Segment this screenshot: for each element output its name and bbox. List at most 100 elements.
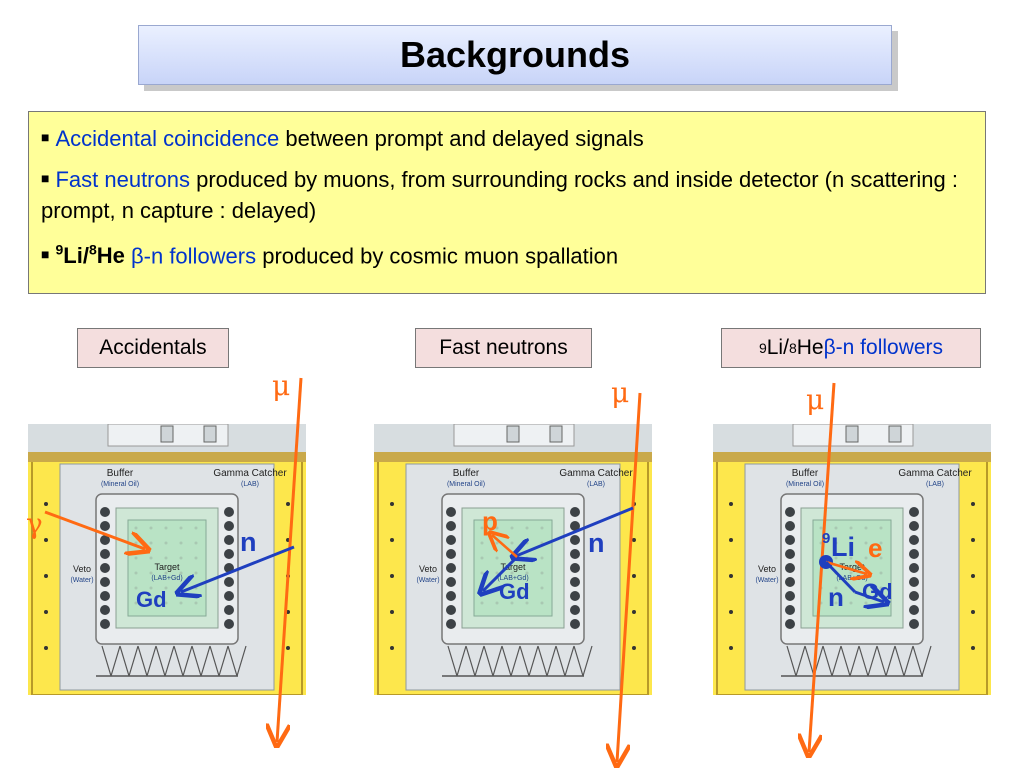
support-leg: [492, 645, 503, 677]
grid-dot: [864, 601, 868, 605]
grid-dot: [194, 571, 198, 575]
veto-label: Veto: [73, 564, 91, 574]
support-leg: [912, 645, 923, 677]
pmt: [100, 549, 110, 559]
he-mass-number: 8: [88, 242, 97, 258]
cover-plate: [374, 452, 652, 462]
support-leg: [227, 645, 238, 677]
support-leg: [903, 645, 914, 677]
grid-dot: [480, 541, 484, 545]
veto-pmt: [390, 538, 394, 542]
support-leg: [110, 645, 121, 677]
grid-dot: [834, 601, 838, 605]
grid-dot: [164, 571, 168, 575]
veto-pmt: [729, 574, 733, 578]
veto-label: Veto: [758, 564, 776, 574]
buffer-sub-label: (Mineral Oil): [447, 481, 485, 488]
grid-dot: [879, 601, 883, 605]
cover-plate: [713, 452, 991, 462]
grid-dot: [525, 526, 529, 530]
support-leg: [840, 645, 851, 677]
pmt: [224, 507, 234, 517]
buffer-sub-label: (Mineral Oil): [786, 481, 824, 488]
support-leg: [921, 645, 932, 677]
pmt: [446, 535, 456, 545]
grid-dot: [525, 601, 529, 605]
grid-dot: [480, 526, 484, 530]
bullet-highlight: Fast neutrons: [55, 167, 190, 192]
pmt: [570, 535, 580, 545]
detector-panel-accidentals: Buffer(Mineral Oil)Gamma Catcher(LAB)Vet…: [28, 423, 306, 696]
bullet-marker: ■: [41, 170, 50, 186]
grid-dot: [525, 556, 529, 560]
bullets-box: ■Accidental coincidence between prompt a…: [28, 111, 986, 294]
veto-pmt: [971, 538, 975, 542]
support-leg: [519, 645, 530, 677]
grid-dot: [540, 601, 544, 605]
support-leg: [209, 645, 220, 677]
detector-drawing: Buffer(Mineral Oil)Gamma Catcher(LAB)Vet…: [28, 423, 306, 696]
support-leg: [885, 645, 896, 677]
grid-dot: [525, 571, 529, 575]
grid-dot: [540, 586, 544, 590]
pmt: [909, 549, 919, 559]
support-leg: [786, 645, 797, 677]
veto-pmt: [632, 538, 636, 542]
support-leg: [867, 645, 878, 677]
veto-pmt: [729, 610, 733, 614]
pmt: [785, 577, 795, 587]
grid-dot: [879, 556, 883, 560]
pmt: [446, 605, 456, 615]
veto-pmt: [286, 502, 290, 506]
grid-dot: [510, 601, 514, 605]
chimney-right: [549, 425, 563, 443]
grid-dot: [179, 556, 183, 560]
veto-pmt: [632, 502, 636, 506]
grid-dot: [495, 526, 499, 530]
support-leg: [528, 645, 539, 677]
grid-dot: [164, 586, 168, 590]
mu-symbol-3: μ: [806, 383, 824, 416]
pmt: [909, 563, 919, 573]
pmt: [224, 521, 234, 531]
grid-dot: [134, 601, 138, 605]
pmt: [224, 563, 234, 573]
veto-pmt: [390, 574, 394, 578]
grid-dot: [834, 556, 838, 560]
bullet-marker: ■: [41, 129, 50, 145]
buffer-sub-label: (Mineral Oil): [101, 481, 139, 488]
pmt: [224, 549, 234, 559]
pmt: [570, 521, 580, 531]
chimney-right: [203, 425, 217, 443]
chimney-right: [888, 425, 902, 443]
grid-dot: [864, 586, 868, 590]
mu-symbol-2: μ: [611, 376, 629, 409]
veto-pmt: [632, 574, 636, 578]
support-leg: [537, 645, 548, 677]
bullet-text: produced by cosmic muon spallation: [256, 243, 619, 269]
veto-pmt: [44, 610, 48, 614]
gamma-catcher-sub-label: (LAB): [241, 481, 259, 488]
support-leg: [858, 645, 869, 677]
pmt: [909, 507, 919, 517]
pmt: [100, 591, 110, 601]
pmt: [570, 549, 580, 559]
grid-dot: [879, 541, 883, 545]
gamma-catcher-sub-label: (LAB): [926, 481, 944, 488]
veto-pmt: [632, 646, 636, 650]
pmt: [570, 619, 580, 629]
pmt: [100, 507, 110, 517]
grid-dot: [194, 556, 198, 560]
grid-dot: [819, 586, 823, 590]
veto-pmt: [729, 502, 733, 506]
grid-dot: [179, 526, 183, 530]
veto-pmt: [971, 646, 975, 650]
veto-pmt: [390, 646, 394, 650]
target-sub-label: (LAB+Gd): [497, 575, 528, 582]
grid-dot: [149, 541, 153, 545]
grid-dot: [525, 541, 529, 545]
detector-drawing: Buffer(Mineral Oil)Gamma Catcher(LAB)Vet…: [374, 423, 652, 696]
grid-dot: [864, 526, 868, 530]
veto-pmt: [286, 538, 290, 542]
pmt: [100, 521, 110, 531]
